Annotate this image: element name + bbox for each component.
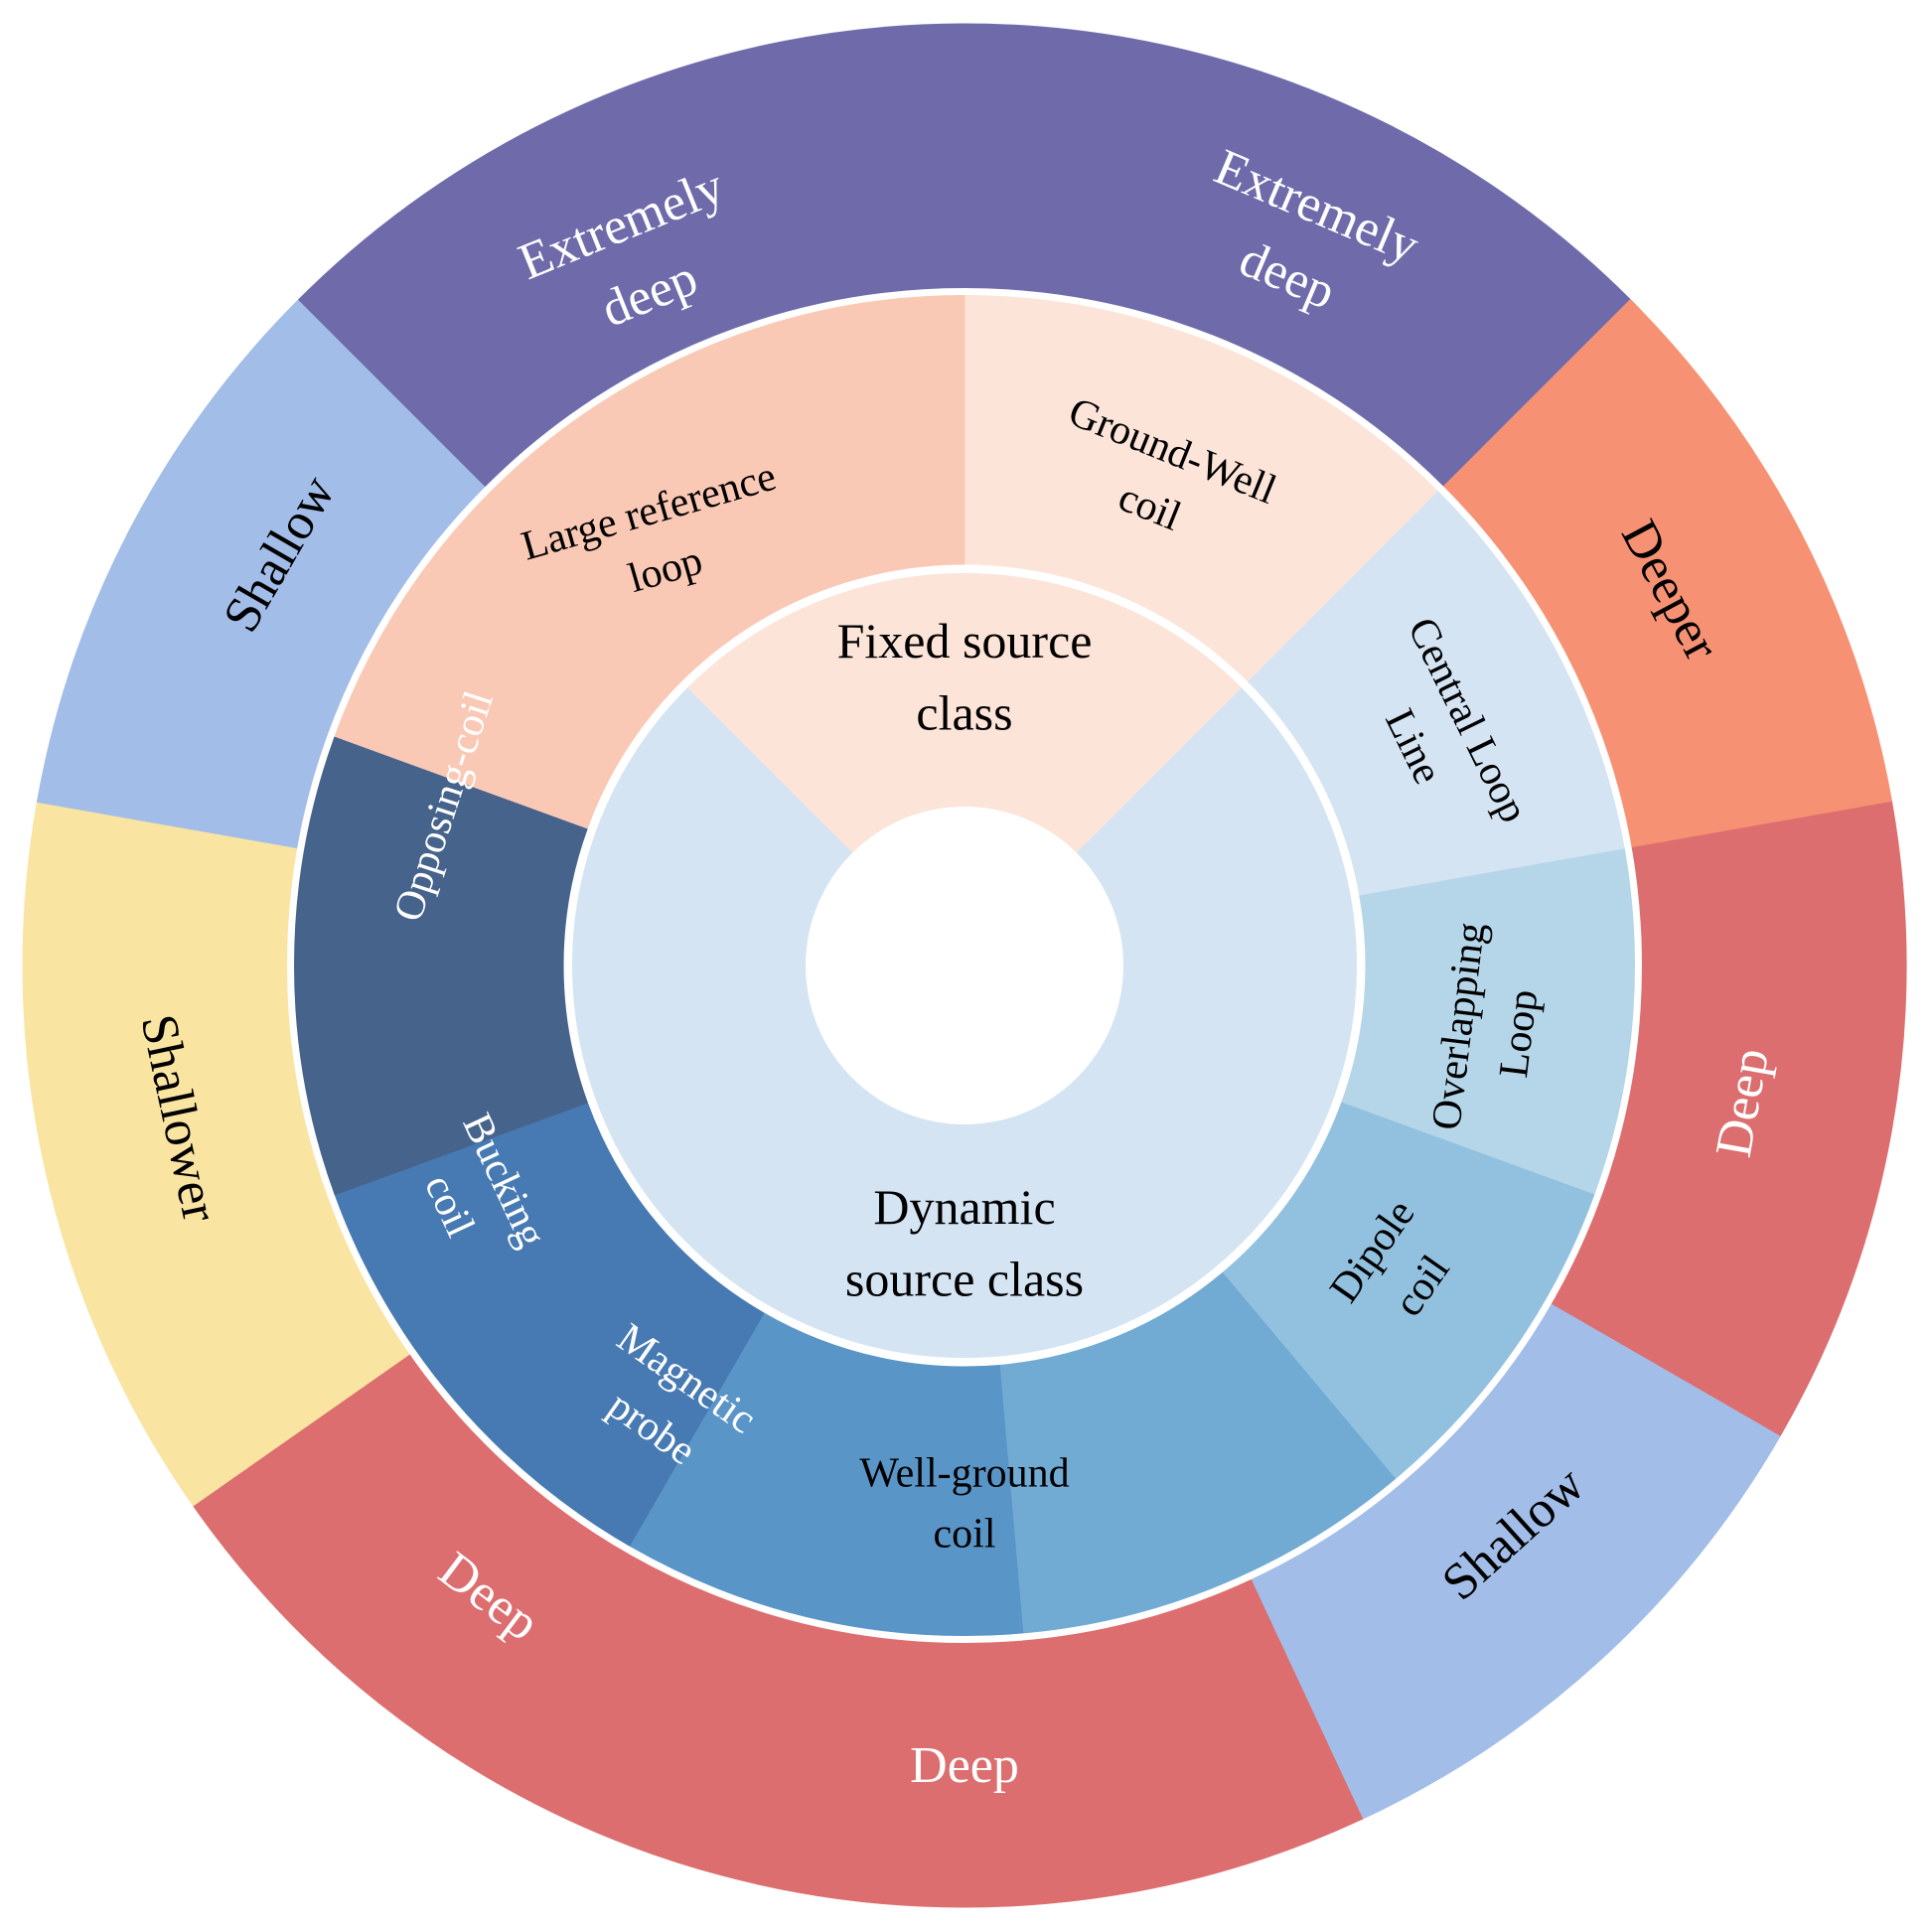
middle-label-line: Well-ground [859, 1450, 1069, 1496]
middle-wedge [1247, 490, 1626, 897]
middle-wedge [964, 294, 1440, 683]
middle-label-line: Loop [1491, 987, 1547, 1081]
inner-label-line: Dynamic [873, 1179, 1055, 1235]
middle-wedge [293, 735, 589, 1196]
inner-label: Dynamic source class [845, 1179, 1084, 1307]
middle-wedge [334, 294, 965, 829]
outer-label-line: Deep [910, 1737, 1019, 1794]
inner-label-line: class [916, 685, 1012, 741]
outer-label: Deep [910, 1737, 1019, 1794]
middle-wedge [628, 1312, 1024, 1637]
middle-label-line: coil [934, 1511, 996, 1557]
middle-wedge [998, 1271, 1397, 1634]
middle-label: Well-ground coil [859, 1450, 1069, 1557]
middle-ring-separator [287, 288, 1642, 1643]
middle-wedge [334, 1102, 765, 1548]
inner-label: Fixed source class [837, 613, 1093, 741]
inner-ring-separator [565, 566, 1364, 1365]
inner-label-line: Fixed source [837, 613, 1093, 669]
inner-label-line: source class [845, 1252, 1084, 1307]
center-hole [806, 807, 1123, 1124]
